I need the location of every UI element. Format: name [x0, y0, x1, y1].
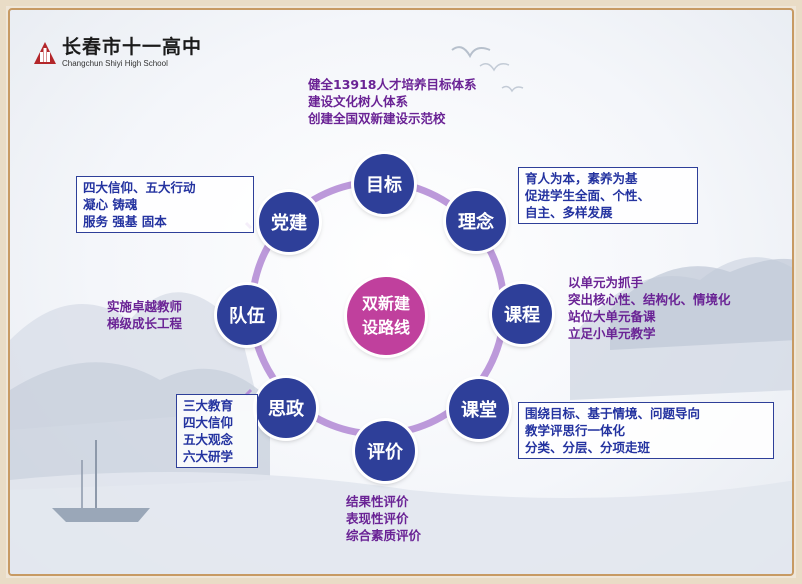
goal-line-2: 建设文化树人体系 — [308, 94, 409, 109]
team-line-1: 实施卓越教师 — [107, 299, 183, 314]
ideology-line-1: 三大教育 — [183, 398, 234, 413]
node-evaluation: 评价 — [355, 421, 415, 481]
center-label-line-2: 设路线 — [361, 318, 410, 337]
node-ideology: 思政 — [256, 378, 316, 438]
boat-icon — [52, 508, 150, 522]
classroom-box: 围绕目标、基于情境、问题导向 教学评思行一体化 分类、分层、分项走班 — [518, 402, 774, 459]
concept-line-2: 促进学生全面、个性、 — [525, 188, 651, 203]
evaluation-text: 结果性评价 表现性评价 综合素质评价 — [346, 493, 421, 544]
ideology-line-3: 五大观念 — [183, 432, 234, 447]
node-concept: 理念 — [446, 191, 506, 251]
evaluation-line-1: 结果性评价 — [346, 494, 409, 509]
concept-line-3: 自主、多样发展 — [525, 205, 613, 220]
bird-icon — [501, 85, 524, 93]
goal-line-3: 创建全国双新建设示范校 — [308, 111, 446, 126]
node-curriculum: 课程 — [492, 284, 552, 344]
center-node: 双新建 设路线 — [347, 277, 425, 355]
classroom-line-3: 分类、分层、分项走班 — [525, 440, 651, 455]
concept-line-1: 育人为本，素养为基 — [525, 171, 638, 186]
evaluation-line-3: 综合素质评价 — [346, 528, 422, 543]
curriculum-line-3: 站位大单元备课 — [568, 309, 656, 324]
school-logo: 长春市十一高中 Changchun Shiyi High School — [32, 38, 202, 68]
node-classroom: 课堂 — [449, 379, 509, 439]
school-name-cn: 长春市十一高中 — [62, 36, 203, 58]
party-line-1: 四大信仰、五大行动 — [83, 180, 196, 195]
ideology-line-2: 四大信仰 — [183, 415, 234, 430]
goal-text: 健全13918人才培养目标体系 建设文化树人体系 创建全国双新建设示范校 — [308, 76, 477, 127]
node-goal: 目标 — [354, 154, 414, 214]
curriculum-text: 以单元为抓手 突出核心性、结构化、情境化 站位大单元备课 立足小单元教学 — [568, 274, 731, 342]
party-line-2: 凝心 铸魂 — [83, 197, 138, 212]
classroom-line-1: 围绕目标、基于情境、问题导向 — [525, 406, 701, 421]
concept-box: 育人为本，素养为基 促进学生全面、个性、 自主、多样发展 — [518, 167, 698, 224]
team-line-2: 梯级成长工程 — [107, 316, 183, 331]
node-team: 队伍 — [217, 285, 277, 345]
school-emblem-icon — [34, 42, 56, 64]
goal-line-1: 健全13918人才培养目标体系 — [308, 77, 477, 92]
node-party: 党建 — [259, 192, 319, 252]
team-text: 实施卓越教师 梯级成长工程 — [107, 298, 182, 332]
curriculum-line-4: 立足小单元教学 — [568, 326, 656, 341]
diagram-canvas: 长春市十一高中 Changchun Shiyi High School 双新建 … — [8, 8, 794, 576]
evaluation-line-2: 表现性评价 — [346, 511, 409, 526]
curriculum-line-1: 以单元为抓手 — [568, 275, 644, 290]
center-label-line-1: 双新建 — [361, 294, 410, 313]
bird-icon — [451, 46, 491, 59]
classroom-line-2: 教学评思行一体化 — [525, 423, 626, 438]
bird-icon — [479, 63, 510, 72]
school-name-en: Changchun Shiyi High School — [62, 59, 168, 68]
ideology-box: 三大教育 四大信仰 五大观念 六大研学 — [176, 394, 258, 468]
curriculum-line-2: 突出核心性、结构化、情境化 — [568, 292, 731, 307]
party-box: 四大信仰、五大行动 凝心 铸魂 服务 强基 固本 — [76, 176, 254, 233]
party-line-3: 服务 强基 固本 — [83, 214, 167, 229]
ideology-line-4: 六大研学 — [183, 449, 234, 464]
